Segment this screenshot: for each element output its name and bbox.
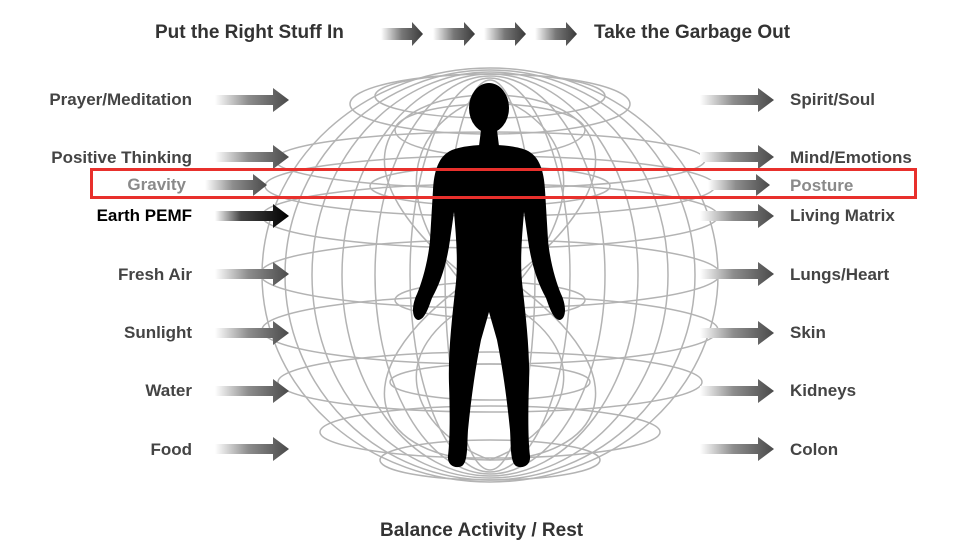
input-arrow-prayer [215,88,289,112]
output-label-mind-emotions: Mind/Emotions [790,148,912,167]
input-arrow-earth-pemf [215,204,289,228]
output-arrow-posture [708,174,770,196]
output-label-skin: Skin [790,323,826,342]
output-label-colon: Colon [790,440,839,459]
output-label-posture: Posture [790,176,854,195]
output-label-lungs-heart: Lungs/Heart [790,265,890,284]
input-label-earth-pemf: Earth PEMF [96,206,192,225]
input-arrow-gravity [205,174,267,196]
input-arrow-food [215,437,289,461]
header-right-title: Take the Garbage Out [594,22,791,43]
output-arrows [700,88,774,461]
input-label-positive-thinking: Positive Thinking [51,148,192,167]
output-arrow-kidneys [700,379,774,403]
output-arrow-spirit [700,88,774,112]
output-label-spirit-soul: Spirit/Soul [790,90,875,109]
input-arrow-water [215,379,289,403]
output-arrow-mind [700,145,774,169]
input-label-water: Water [145,381,192,400]
output-label-living-matrix: Living Matrix [790,206,895,225]
input-label-food: Food [150,440,192,459]
header-arrow-3 [484,22,526,46]
header-arrows [381,22,577,46]
input-label-prayer: Prayer/Meditation [49,90,192,109]
output-arrow-living-matrix [700,204,774,228]
input-arrow-fresh-air [215,262,289,286]
input-label-fresh-air: Fresh Air [117,265,192,284]
footer-title: Balance Activity / Rest [380,520,584,541]
human-figure-silhouette [413,83,565,468]
output-arrow-colon [700,437,774,461]
header-arrow-2 [433,22,475,46]
output-label-kidneys: Kidneys [790,381,857,400]
input-arrows [205,88,289,461]
header-arrow-1 [381,22,423,46]
highlight-box-gravity-posture [90,168,917,199]
output-arrow-lungs [700,262,774,286]
header-left-title: Put the Right Stuff In [155,22,344,43]
input-label-gravity: Gravity [127,175,186,194]
header-arrow-4 [535,22,577,46]
output-arrow-skin [700,321,774,345]
input-arrow-sunlight [215,321,289,345]
input-label-sunlight: Sunlight [124,323,192,342]
input-arrow-positive-thinking [215,145,289,169]
